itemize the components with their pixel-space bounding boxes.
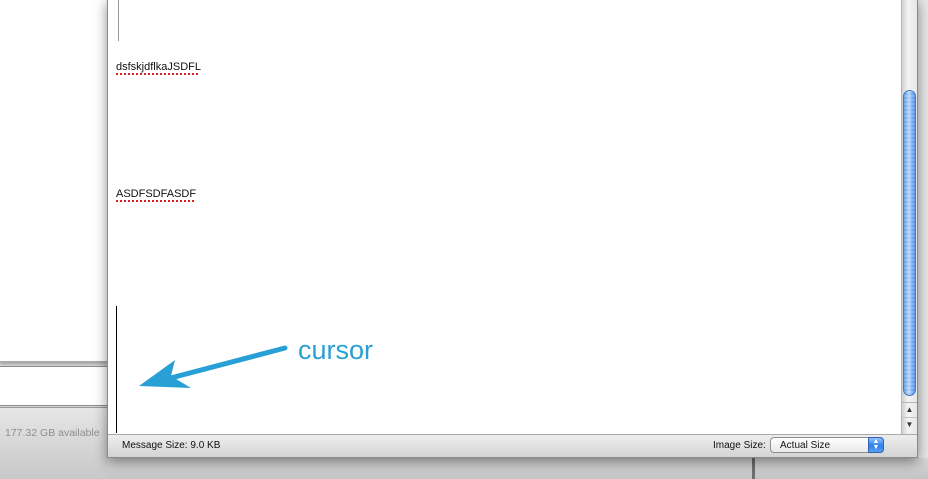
status-bar: Message Size: 9.0 KB Image Size: Actual … (108, 434, 917, 457)
background-content-panel (0, 0, 108, 362)
disk-space-label: 177.32 GB available (5, 427, 100, 439)
vertical-scrollbar[interactable]: ▲ ▼ (901, 0, 917, 434)
annotation-label: cursor (298, 335, 374, 365)
annotation-arrow-icon (139, 345, 288, 388)
text-cursor (116, 306, 117, 433)
image-size-label: Image Size: (713, 440, 766, 451)
message-body[interactable]: dsfskjdflkaJSDFL ASDFSDFASDF cursor (108, 0, 901, 434)
scroll-thumb[interactable] (903, 90, 916, 396)
background-window-bottom (108, 458, 928, 479)
desktop-edge (918, 0, 928, 479)
message-size-label: Message Size: 9.0 KB (122, 440, 221, 451)
image-size-select[interactable]: Actual Size ▲▼ (770, 437, 884, 453)
background-divider (752, 458, 755, 479)
compose-window: dsfskjdflkaJSDFL ASDFSDFASDF cursor ▲ ▼ … (107, 0, 918, 458)
message-line-2[interactable]: ASDFSDFASDF (116, 188, 197, 200)
image-size-value: Actual Size (780, 440, 831, 451)
background-window: 177.32 GB available (0, 0, 108, 479)
message-line-1[interactable]: dsfskjdflkaJSDFL (116, 61, 201, 73)
triangle-up-icon[interactable]: ▲ (902, 402, 917, 416)
background-field (0, 366, 108, 406)
up-down-chevron-icon: ▲▼ (868, 437, 884, 453)
triangle-down-icon[interactable]: ▼ (902, 417, 917, 431)
quote-bar (118, 0, 119, 41)
background-status-bar (0, 407, 108, 479)
